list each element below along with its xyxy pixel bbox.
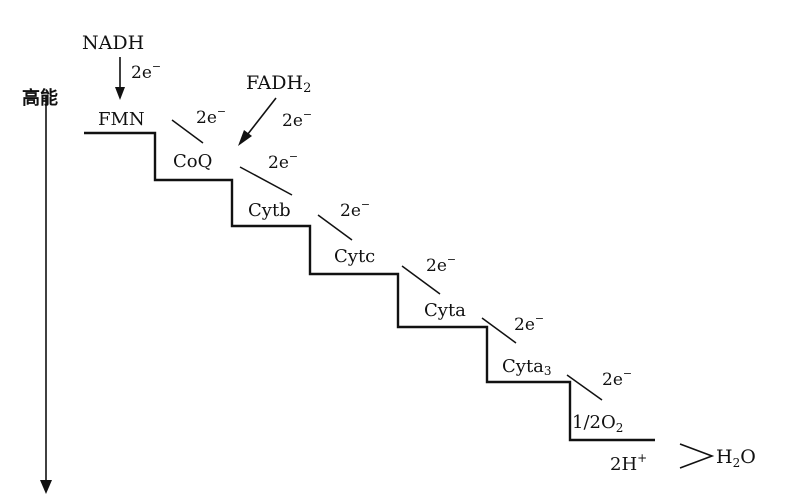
fadh2-arrow [243,97,277,140]
transfer-line-cyta-cyta3 [481,317,517,344]
transfer-line-fmn-coq [171,119,204,144]
electron-label-3: 2e− [340,198,370,221]
carrier-cytb: Cytb [248,200,291,221]
electron-label-2: 2e− [268,150,298,173]
carrier-cyta: Cyta [424,300,466,321]
electron-label-4: 2e− [426,253,456,276]
transfer-line-cytb-cytc [317,214,353,241]
electron-label-6: 2e− [602,367,632,390]
electron-label-1: 2e− [196,105,226,128]
product-water: H2O [716,446,756,470]
energy-staircase [84,131,655,442]
carrier-coq: CoQ [173,151,212,172]
product-protons: 2H+ [610,451,647,475]
nadh-arrowhead [115,87,125,100]
electron-label-nadh: 2e− [131,60,161,83]
transfer-line-coq-cytb [239,166,293,196]
carrier-fmn: FMN [98,109,145,130]
combine-bracket [679,443,715,469]
transfer-line-cytc-cyta [401,265,441,295]
electron-label-5: 2e− [514,312,544,335]
carrier-oxygen: 1/2O2 [572,412,623,435]
fadh2-arrowhead [238,130,252,146]
transfer-line-cyta3-oxygen [566,374,603,401]
axis-label-high-energy: 高能 [22,87,58,109]
carrier-cyta3: Cyta3 [502,356,552,378]
carrier-cytc: Cytc [334,246,375,267]
energy-axis-arrowhead [40,480,52,494]
fadh2-label: FADH2 [246,72,311,96]
electron-label-fadh2: 2e− [282,108,312,131]
nadh-label: NADH [82,32,144,54]
